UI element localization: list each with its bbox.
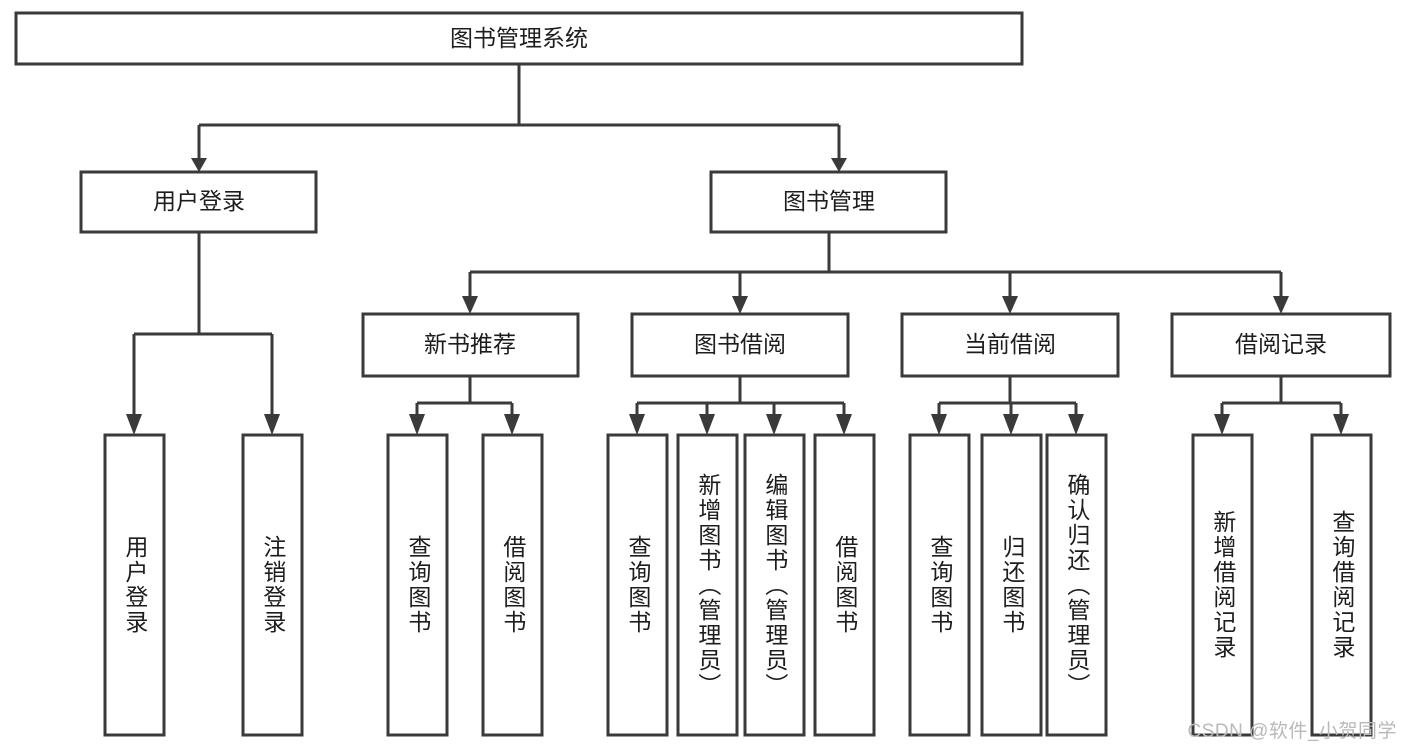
node-current-borrow[interactable] [900, 312, 1120, 378]
arrow-head-icon [1273, 296, 1289, 314]
connector-current-to-leaves [937, 376, 1078, 418]
leaf-label-edit-book-admin: 编辑图书（管理员） [761, 472, 788, 698]
node-label-book-management: 图书管理 [783, 188, 875, 214]
leaf-box[interactable] [676, 433, 739, 737]
leaf-label-query-book-recommend: 查询图书 [404, 535, 431, 635]
leaf-label-borrow-book-recommend: 借阅图书 [499, 535, 526, 635]
arrow-head-icon [732, 296, 748, 314]
leaf-box[interactable] [386, 433, 449, 737]
node-label-root-system: 图书管理系统 [450, 25, 588, 51]
node-label-current-borrow: 当前借阅 [964, 331, 1056, 357]
connector-layer [132, 64, 1343, 418]
node-new-book-recommend[interactable] [361, 312, 580, 378]
connector-root-to-level2 [197, 64, 841, 158]
arrow-head-icon [766, 414, 782, 435]
leaf-label-confirm-return-admin: 确认归还（管理员） [1063, 472, 1090, 698]
arrow-head-icon [836, 414, 852, 435]
leaf-label-user-login: 用户登录 [121, 535, 148, 635]
arrow-head-icon [1003, 414, 1019, 435]
arrow-head-icon [1214, 414, 1230, 435]
csdn-watermark: CSDN @软件_小贺同学 [1187, 721, 1397, 742]
node-label-borrow-record: 借阅记录 [1235, 331, 1327, 357]
arrow-head-icon [191, 158, 207, 172]
leaf-label-query-book-current: 查询图书 [926, 535, 953, 635]
leaf-box[interactable] [1045, 433, 1108, 737]
leaf-box[interactable] [1191, 433, 1254, 737]
leaf-label-add-borrow-record: 新增借阅记录 [1209, 510, 1236, 660]
leaf-box[interactable] [241, 433, 304, 737]
leaf-label-logout: 注销登录 [259, 535, 286, 635]
leaf-label-borrow-book: 借阅图书 [831, 535, 858, 635]
leaf-box[interactable] [1310, 433, 1373, 737]
node-label-book-borrow: 图书借阅 [694, 331, 786, 357]
leaf-label-query-borrow-record: 查询借阅记录 [1328, 510, 1355, 660]
connector-borrow-to-leaves [635, 376, 846, 418]
leaf-label-return-book: 归还图书 [998, 535, 1025, 635]
arrow-head-icon [264, 414, 280, 435]
arrow-head-icon [1002, 296, 1018, 314]
arrow-head-icon [1068, 414, 1084, 435]
connector-newbook-to-leaves [415, 376, 514, 418]
leaf-box[interactable] [743, 433, 806, 737]
node-label-layer: 图书管理系统 用户登录 图书管理 新书推荐 图书借阅 当前借阅 借阅记录 [153, 25, 1327, 357]
leaf-label-add-book-admin: 新增图书（管理员） [694, 472, 721, 698]
arrow-head-icon [831, 158, 847, 172]
node-book-borrow[interactable] [630, 312, 850, 378]
arrow-head-icon [409, 414, 425, 435]
arrow-head-icon [1333, 414, 1349, 435]
arrow-head-icon [629, 414, 645, 435]
node-borrow-record[interactable] [1170, 312, 1392, 378]
arrowhead-layer [126, 158, 1349, 435]
node-root-system[interactable] [14, 11, 1024, 66]
node-label-user-login: 用户登录 [153, 188, 245, 214]
arrow-head-icon [126, 414, 142, 435]
connector-bookmgmt-to-level3 [468, 232, 1283, 300]
leaf-label-query-book-borrow: 查询图书 [624, 535, 651, 635]
node-box-layer [14, 11, 1392, 737]
connector-userlogin-to-leaves [132, 232, 274, 418]
node-book-management[interactable] [709, 170, 948, 234]
leaf-box[interactable] [606, 433, 669, 737]
node-label-new-book-recommend: 新书推荐 [424, 331, 516, 357]
node-user-login[interactable] [79, 170, 318, 234]
leaf-box[interactable] [908, 433, 971, 737]
arrow-head-icon [504, 414, 520, 435]
arrow-head-icon [699, 414, 715, 435]
leaf-box[interactable] [980, 433, 1043, 737]
connector-record-to-leaves [1220, 376, 1343, 418]
arrow-head-icon [931, 414, 947, 435]
leaf-box[interactable] [481, 433, 544, 737]
leaf-box[interactable] [103, 433, 166, 737]
leaf-box[interactable] [813, 433, 876, 737]
arrow-head-icon [462, 296, 478, 314]
